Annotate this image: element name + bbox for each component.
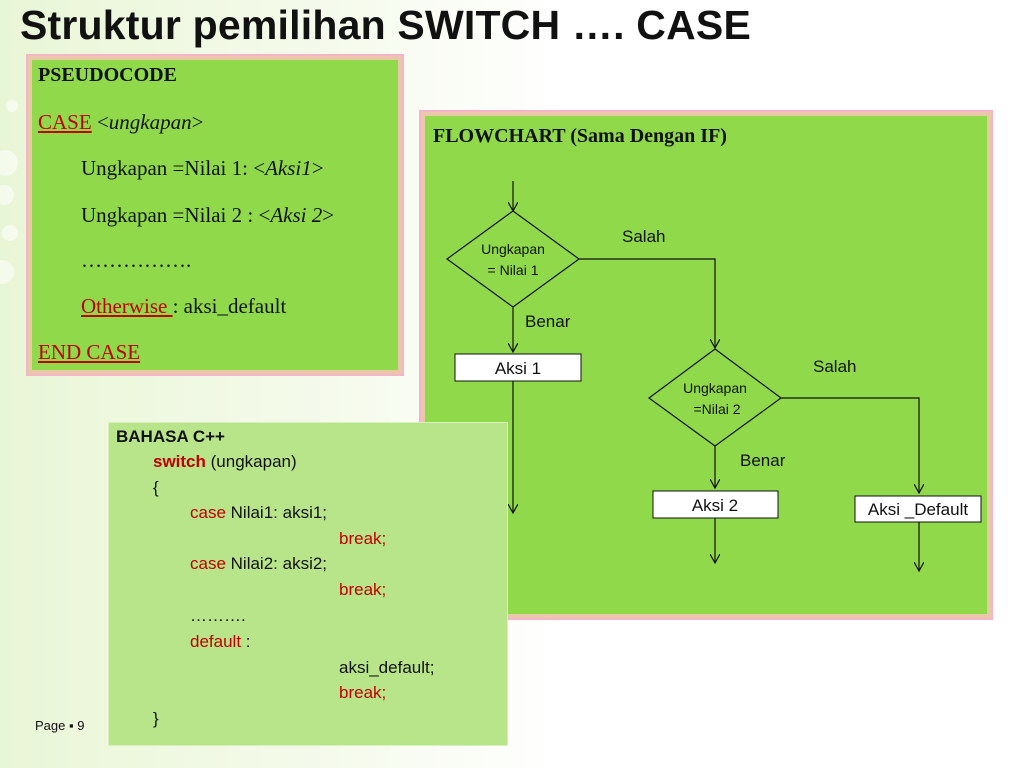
aksi-2-box — [652, 490, 779, 519]
flowchart-diagram: Ungkapan = Nilai 1 Salah Benar Aksi 1 Un… — [445, 181, 982, 615]
cpp-default-action: aksi_default; — [339, 658, 435, 677]
benar-label-1: Benar — [525, 312, 571, 331]
cpp-code-box: BAHASA C++ switch (ungkapan) { case Nila… — [108, 422, 508, 746]
decision-1-label-line-1: Ungkapan — [481, 241, 545, 257]
aksi-1-box — [454, 353, 582, 382]
footer-page-number: 9 — [77, 718, 85, 733]
cpp-default-line: default : — [190, 632, 251, 652]
slide-title: Struktur pemilihan SWITCH …. CASE — [20, 2, 751, 48]
end-case-keyword: END CASE — [38, 340, 141, 364]
otherwise-rest: : aksi_default — [172, 294, 287, 318]
decision-2-salah-connector — [781, 397, 919, 493]
background-dot — [0, 150, 18, 176]
footer-bullet: ▪ — [69, 718, 74, 733]
background-dot — [0, 260, 14, 284]
cpp-break-2: break; — [339, 580, 387, 599]
pseudocode-box: PSEUDOCODE CASE <ungkapan> Ungkapan =Nil… — [26, 54, 404, 376]
decision-2-label-line-2: =Nilai 2 — [693, 401, 740, 417]
background-dot — [1002, 380, 1024, 404]
benar-label-2: Benar — [740, 451, 786, 470]
aksi-default-label: Aksi _Default — [868, 500, 968, 519]
salah-label-2: Salah — [813, 357, 856, 376]
cpp-case-2-line: case Nilai2: aksi2; — [190, 554, 327, 574]
pseudocode-ellipsis: ……………. — [81, 248, 192, 272]
background-dot — [1000, 300, 1024, 330]
cpp-ellipsis: ………. — [190, 606, 246, 625]
switch-keyword: switch — [153, 452, 206, 471]
footer-page-label: Page — [35, 718, 66, 733]
cpp-heading: BAHASA C++ — [116, 427, 225, 446]
line2-gt: > — [322, 203, 335, 227]
background-dot — [996, 340, 1024, 368]
salah-label-1: Salah — [622, 227, 665, 246]
default-rest: : — [241, 632, 251, 651]
cpp-open-brace: { — [153, 478, 159, 497]
line2-text: Ungkapan =Nilai 2 : < — [81, 203, 271, 227]
line1-gt: > — [311, 156, 324, 180]
pseudocode-otherwise-line: Otherwise : aksi_default — [81, 294, 286, 319]
otherwise-keyword: Otherwise — [81, 294, 173, 318]
decision-2-label-line-1: Ungkapan — [683, 380, 747, 396]
decision-1-salah-connector — [579, 258, 715, 348]
default-keyword: default — [190, 632, 242, 651]
flowchart-heading: FLOWCHART (Sama Dengan IF) — [433, 125, 727, 147]
cpp-case-1-line: case Nilai1: aksi1; — [190, 503, 327, 523]
case-keyword: CASE — [38, 110, 92, 134]
aksi-default-box — [854, 495, 982, 523]
flowchart-box: FLOWCHART (Sama Dengan IF) Ungkapan = Ni… — [419, 110, 993, 620]
line1-action: Aksi1 — [265, 156, 312, 180]
background-dot — [2, 225, 18, 241]
aksi-2-label: Aksi 2 — [692, 496, 738, 515]
decision-2-diamond — [647, 348, 783, 447]
switch-rest: (ungkapan) — [205, 452, 297, 471]
cpp-break-1: break; — [339, 529, 387, 548]
line1-text: Ungkapan =Nilai 1: < — [81, 156, 266, 180]
aksi-1-label: Aksi 1 — [495, 359, 541, 378]
pseudocode-line-2: Ungkapan =Nilai 2 : <Aksi 2> — [81, 203, 334, 228]
case-2-rest: Nilai2: aksi2; — [225, 554, 328, 573]
cpp-break-3: break; — [339, 683, 387, 702]
case-gt: > — [191, 110, 204, 134]
pseudocode-case-line: CASE <ungkapan> — [38, 110, 203, 135]
cpp-close-brace: } — [153, 709, 159, 728]
background-dot — [0, 185, 14, 205]
background-dot — [6, 100, 18, 112]
page-footer: Page ▪ 9 — [35, 718, 84, 733]
cpp-switch-line: switch (ungkapan) — [153, 452, 297, 472]
case-1-keyword: case — [190, 503, 226, 522]
line2-action: Aksi 2 — [270, 203, 323, 227]
pseudocode-line-1: Ungkapan =Nilai 1: <Aksi1> — [81, 156, 324, 181]
pseudocode-heading: PSEUDOCODE — [38, 64, 177, 86]
decision-1-label-line-2: = Nilai 1 — [488, 262, 539, 278]
case-lt: < — [91, 110, 109, 134]
case-2-keyword: case — [190, 554, 226, 573]
case-expression: ungkapan — [108, 110, 192, 134]
decision-1-diamond — [445, 210, 581, 308]
case-1-rest: Nilai1: aksi1; — [225, 503, 328, 522]
